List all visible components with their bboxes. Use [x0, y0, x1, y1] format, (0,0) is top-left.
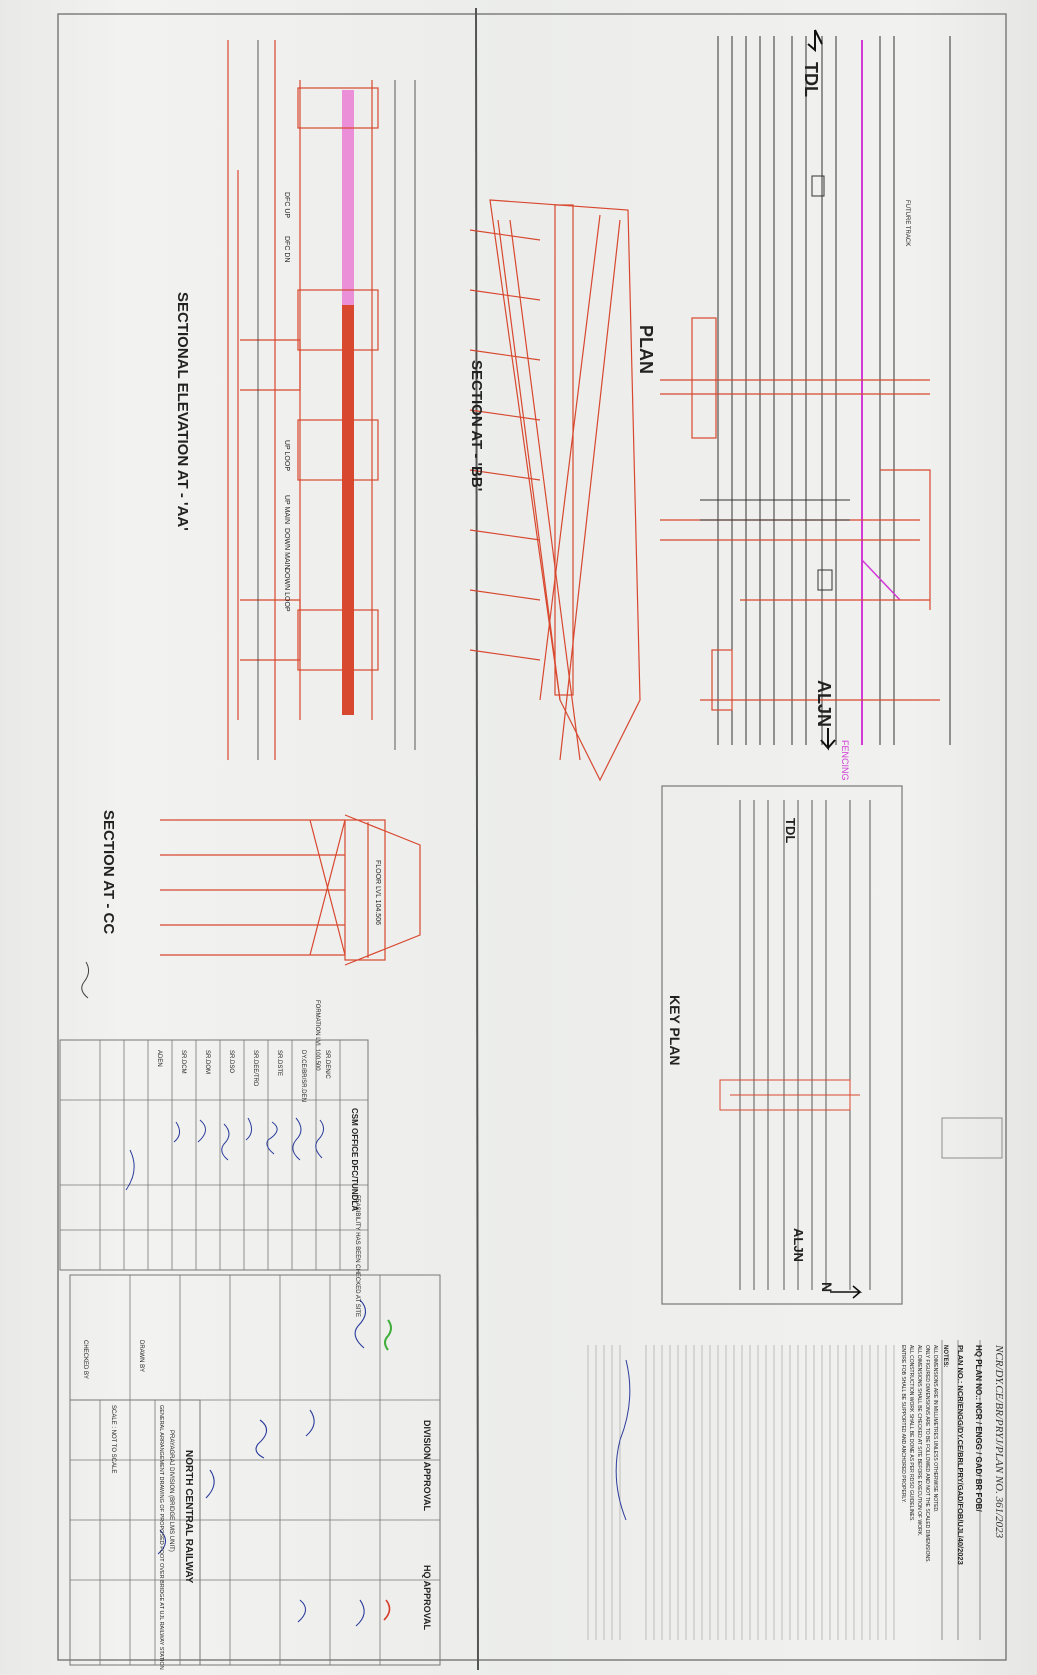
- track-up-main: UP MAIN: [283, 495, 290, 524]
- key-plan-aljn: ALJN: [791, 1228, 806, 1262]
- notes-block: HQ PLAN NO.: NCR / ENGG / GAD/ BR FOB/ P…: [587, 1340, 1005, 1640]
- notes-heading: NOTES:: [942, 1345, 948, 1368]
- arrow-up-icon: [807, 29, 823, 53]
- handwritten-correction: [615, 1359, 631, 1521]
- key-plan-title: KEY PLAN: [667, 995, 683, 1066]
- scale-label: SCALE : NOT TO SCALE: [110, 1405, 116, 1473]
- legend-box: [941, 1117, 1003, 1159]
- floor-level-label: FLOOR LVL 104.506: [374, 860, 381, 925]
- direction-aljn: ALJN: [814, 680, 834, 727]
- track-down-main: DOWN MAIN: [283, 528, 290, 570]
- section-cc-title: SECTION AT - CC: [100, 810, 117, 934]
- handwritten-reference: NCR/DY.CE/BR/PRYJ/PLAN NO. 361/2023: [993, 1344, 1005, 1539]
- section-bb-title: SECTION AT - 'BB': [468, 360, 485, 491]
- pink-girder: [342, 90, 354, 305]
- sheet-border: [57, 13, 1007, 1661]
- formation-level-label: FORMATION LVL 100.500: [314, 1000, 320, 1071]
- officer-2: DY.CE/BR/SR.DEN: [300, 1050, 306, 1102]
- hq-approval-title: HQ APPROVAL: [422, 1565, 432, 1631]
- north-arrow-icon: [830, 1285, 863, 1299]
- arrow-down-icon: [820, 728, 836, 751]
- officer-7: SR.DCM: [180, 1050, 186, 1074]
- future-track-label: FUTURE TRACK: [904, 200, 910, 246]
- officer-3: SR.DSTE: [276, 1050, 282, 1076]
- note-5: ENTIRE FOB SHALL BE SUPPORTED AND ANCHOR…: [900, 1345, 906, 1503]
- drawing-title: GENERAL ARRANGEMENT DRAWING OF PROPOSED …: [158, 1405, 164, 1670]
- direction-tdl: TDL: [801, 62, 821, 97]
- sheet-fold-line: [475, 7, 479, 1671]
- track-dfc-dn: DFC DN: [283, 236, 290, 262]
- note-2: ONLY FIGURED DIMENSIONS ARE TO BE FOLLOW…: [924, 1345, 930, 1563]
- approval-block: DIVISION APPROVAL HQ APPROVAL: [69, 1274, 441, 1666]
- checked-by-label: CHECKED BY: [82, 1340, 88, 1379]
- csm-office-title: CSM OFFICE DFC/TUNDLA: [350, 1108, 359, 1211]
- plan-view: PLAN TDL ALJN FUTURE TRACK FENCING: [636, 29, 951, 781]
- note-text-lines: [587, 1345, 895, 1640]
- note-4: ALL CONSTRUCTION WORK SHALL BE DONE AS P…: [908, 1345, 914, 1522]
- drawn-by-label: DRAWN BY: [138, 1340, 144, 1372]
- red-signature: [383, 1599, 391, 1621]
- section-bb-view: SECTION AT - 'BB': [468, 199, 641, 782]
- track-up-loop: UP LOOP: [283, 440, 290, 471]
- section-aa-title: SECTIONAL ELEVATION AT - 'AA': [174, 292, 191, 531]
- note-3: ALL DIMENSIONS SHALL BE CHECKED AT SITE …: [916, 1345, 922, 1536]
- csm-office-table: CSM OFFICE DFC/TUNDLA FEASIBILITY HAS BE…: [59, 1039, 369, 1317]
- feasibility-note: FEASIBILITY HAS BEEN CHECKED AT SITE: [354, 1195, 360, 1317]
- section-aa-view: UP LOOP UP MAIN DOWN MAIN DOWN LOOP DFC …: [174, 40, 416, 760]
- officer-4: SR.DEE/TRD: [252, 1050, 258, 1087]
- fencing-label: FENCING: [840, 740, 850, 781]
- title-block: NORTH CENTRAL RAILWAY PRAYAGRAJ DIVISION…: [69, 1340, 201, 1670]
- officer-8: ADEN: [156, 1050, 162, 1067]
- approval-signatures: [157, 1299, 367, 1627]
- division-name: PRAYAGRAJ DIVISION (BRIDGE LMS UNIT): [168, 1430, 174, 1552]
- red-girder: [342, 305, 354, 715]
- north-label: N: [819, 1282, 835, 1292]
- key-plan-tdl: TDL: [783, 818, 798, 843]
- plan-number: PLAN NO.: NCR/ENGG/DY.CE/BRLPRY/GAD/FOB/…: [956, 1345, 965, 1565]
- track-dfc-up: DFC UP: [283, 192, 290, 218]
- track-down-loop: DOWN LOOP: [283, 568, 290, 612]
- key-plan-view: KEY PLAN TDL ALJN N: [661, 785, 1003, 1305]
- signature-marks: [125, 1117, 324, 1191]
- note-1: ALL DIMENSIONS ARE IN MILLIMETRES UNLESS…: [932, 1345, 938, 1513]
- plan-title: PLAN: [636, 325, 656, 374]
- hq-plan-number: HQ PLAN NO.: NCR / ENGG / GAD/ BR FOB/: [974, 1345, 983, 1512]
- green-signature: [384, 1319, 392, 1351]
- officer-1: SR.DEN/C: [324, 1050, 330, 1079]
- railway-name: NORTH CENTRAL RAILWAY: [183, 1450, 194, 1584]
- pencil-signature: [81, 961, 90, 999]
- officer-6: SR.DOM: [204, 1050, 210, 1074]
- officer-5: SR.DSO: [228, 1050, 234, 1073]
- section-cc-view: FLOOR LVL 104.506 FORMATION LVL 100.500 …: [100, 810, 421, 1071]
- division-approval-title: DIVISION APPROVAL: [422, 1420, 432, 1512]
